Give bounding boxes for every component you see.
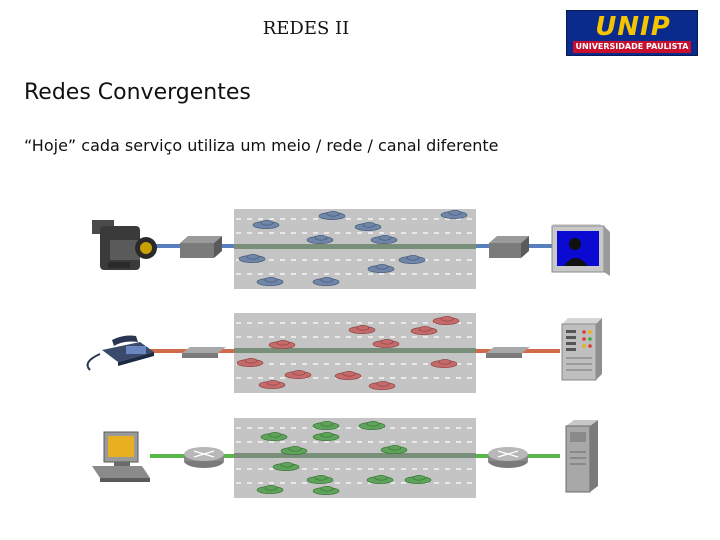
slide-title: Redes Convergentes bbox=[24, 80, 251, 105]
modem-icon bbox=[489, 236, 529, 258]
logo-main-text: UNIP bbox=[595, 12, 671, 42]
header-title: REDES II bbox=[262, 18, 350, 39]
bullet-text: “Hoje” cada serviço utiliza um meio / re… bbox=[24, 136, 499, 155]
router-icon bbox=[488, 447, 528, 468]
row-computer bbox=[92, 418, 598, 498]
tv-monitor-icon bbox=[551, 224, 610, 276]
row-telephone bbox=[86, 313, 602, 393]
logo-sub-text: UNIVERSIDADE PAULISTA bbox=[573, 41, 691, 53]
unip-logo: UNIP UNIVERSIDADE PAULISTA bbox=[566, 10, 698, 56]
hub-icon bbox=[182, 347, 226, 358]
modem-icon bbox=[180, 236, 222, 258]
router-icon bbox=[184, 447, 224, 468]
pbx-icon bbox=[561, 318, 602, 381]
server-icon bbox=[565, 420, 598, 493]
video-camera-icon bbox=[92, 220, 157, 270]
computer-icon bbox=[92, 431, 150, 482]
telephone-icon bbox=[86, 335, 154, 371]
row-video bbox=[92, 209, 610, 289]
hub-icon bbox=[486, 347, 530, 358]
